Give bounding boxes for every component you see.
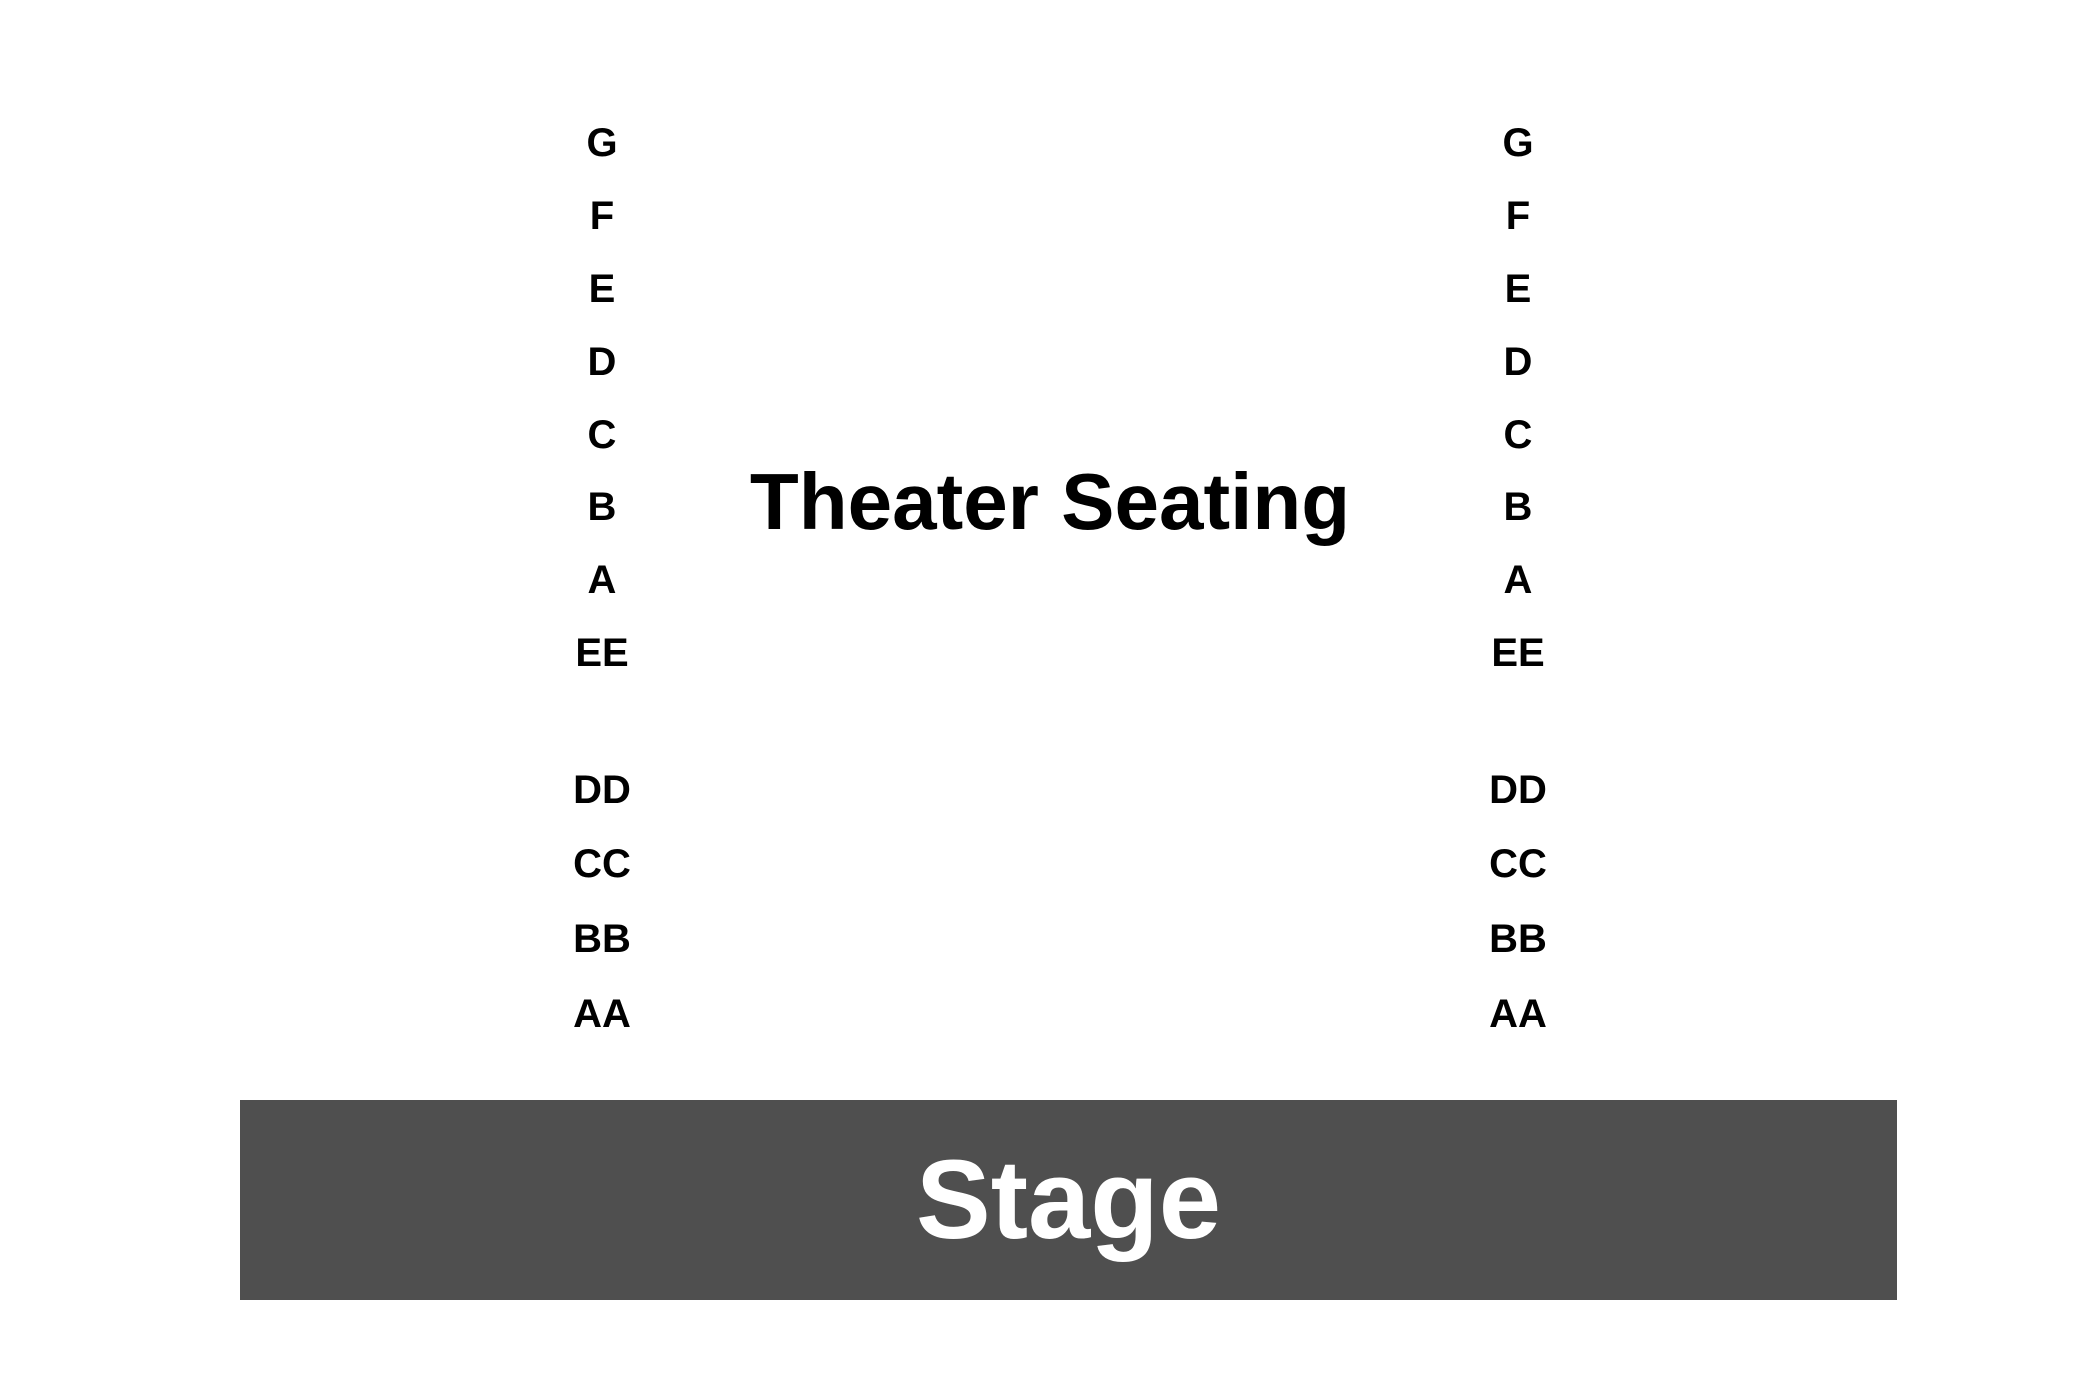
row-label-f-left: F xyxy=(589,194,615,238)
row-label-b-right: B xyxy=(1503,485,1533,529)
row-label-bb-right: BB xyxy=(1489,917,1547,961)
row-label-d-right: D xyxy=(1503,340,1533,384)
left-row-labels: G F E D C B A EE DD CC BB AA xyxy=(522,0,682,1100)
row-label-c-left: C xyxy=(587,413,617,457)
row-label-cc-left: CC xyxy=(573,842,631,886)
row-label-aa-right: AA xyxy=(1489,992,1547,1036)
row-label-e-left: E xyxy=(588,267,616,311)
row-label-dd-right: DD xyxy=(1489,768,1547,812)
row-label-g-left: G xyxy=(586,121,618,165)
right-row-labels: G F E D C B A EE DD CC BB AA xyxy=(1438,0,1598,1100)
row-label-g-right: G xyxy=(1502,121,1534,165)
row-label-c-right: C xyxy=(1503,413,1533,457)
row-label-dd-left: DD xyxy=(573,768,631,812)
diagram-title: Theater Seating xyxy=(749,457,1351,546)
row-label-f-right: F xyxy=(1505,194,1531,238)
stage-block: Stage xyxy=(240,1100,1897,1300)
row-label-ee-right: EE xyxy=(1491,631,1545,675)
row-label-a-left: A xyxy=(587,558,617,602)
row-label-ee-left: EE xyxy=(575,631,629,675)
row-label-cc-right: CC xyxy=(1489,842,1547,886)
stage-label: Stage xyxy=(916,1137,1221,1262)
row-label-e-right: E xyxy=(1504,267,1532,311)
row-label-a-right: A xyxy=(1503,558,1533,602)
row-label-d-left: D xyxy=(587,340,617,384)
row-label-b-left: B xyxy=(587,485,617,529)
row-label-bb-left: BB xyxy=(573,917,631,961)
row-label-aa-left: AA xyxy=(573,992,631,1036)
